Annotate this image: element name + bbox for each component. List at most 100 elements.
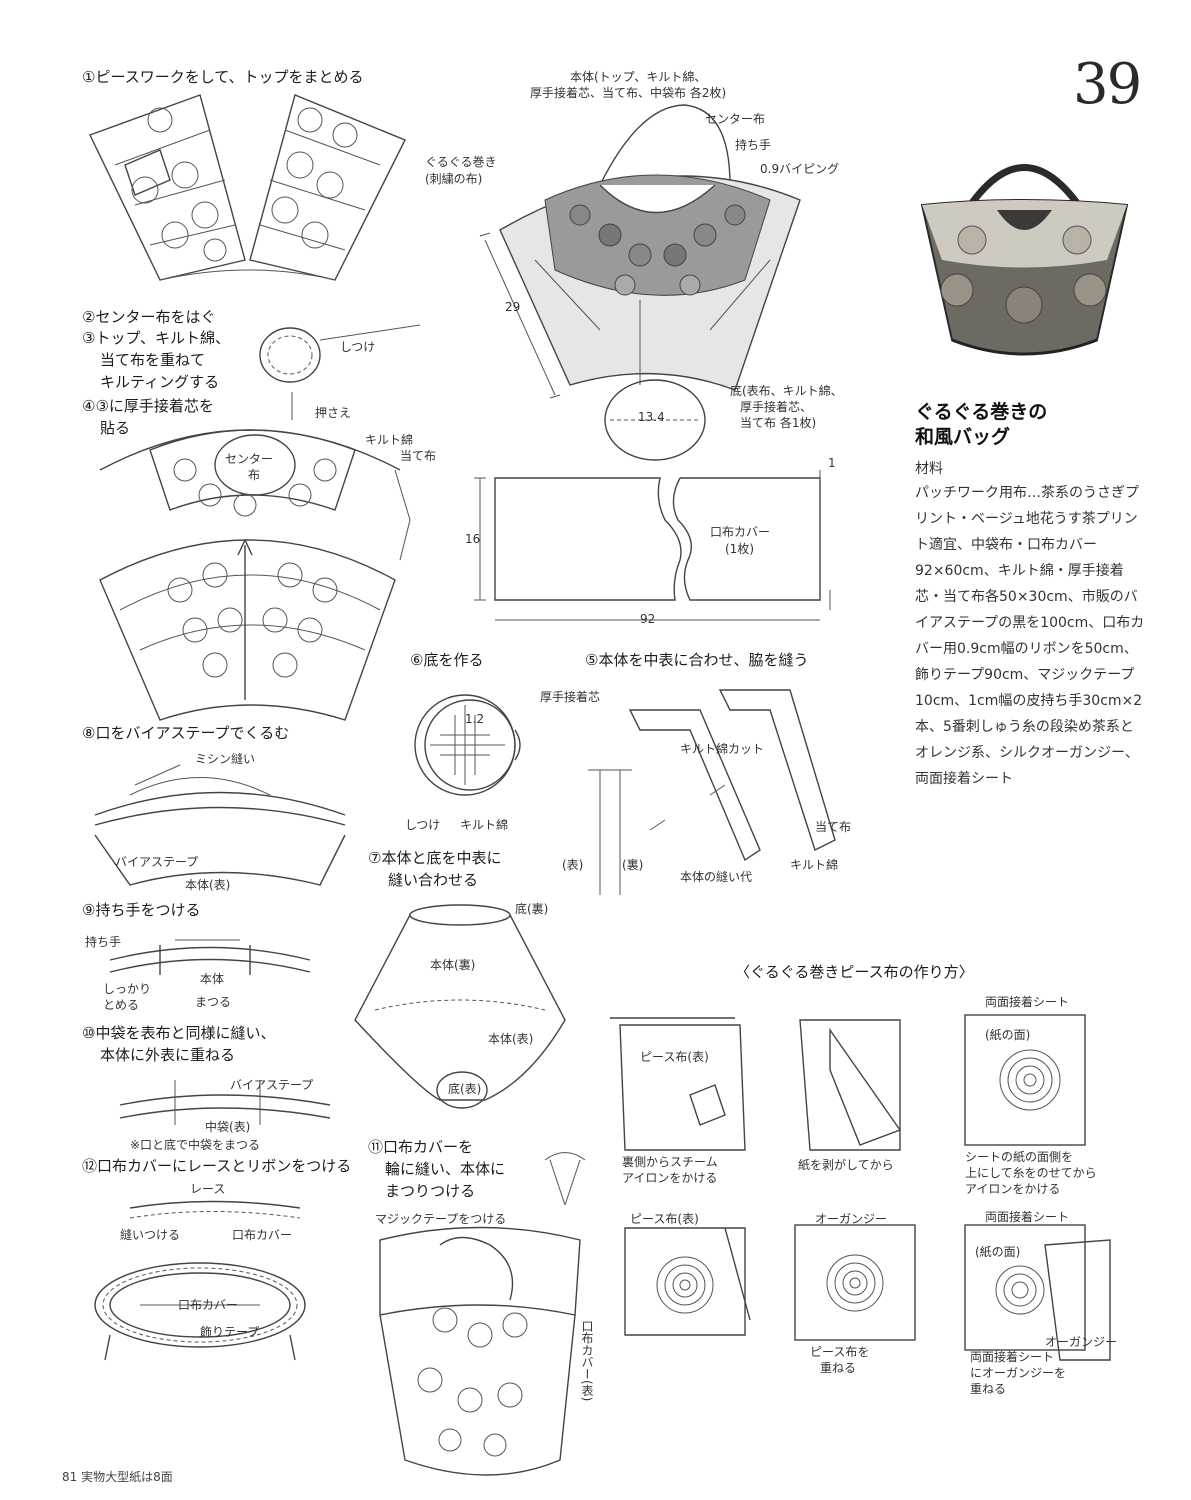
label-nakabukuro: 中袋(表): [205, 1120, 251, 1134]
step-8: ⑧口をバイアステープでくるむ: [82, 724, 290, 742]
dim-29: 29: [505, 300, 521, 314]
note-panel-2-line-1: 両面接着シート: [970, 1350, 1055, 1364]
label-mochite: 持ち手: [85, 935, 122, 949]
label-kazari: 飾りテープ: [200, 1325, 260, 1339]
howto-panel-3: [799, 1019, 902, 1151]
quilted-fan-diagram: [99, 429, 411, 561]
note-panel-1-line-3: アイロンをかける: [965, 1182, 1061, 1196]
lining-diagram: [119, 1080, 331, 1125]
label-hontai: 本体: [200, 972, 225, 986]
label-lace-tsukeru: 縫いつける: [120, 1228, 181, 1242]
howto-panel-2: [964, 1224, 1111, 1361]
label-ryomen-sheet: 両面接着シート: [985, 995, 1070, 1009]
step-4-line-1: ④③に厚手接着芯を: [82, 397, 214, 415]
label-body-omote: 本体(表): [185, 878, 231, 892]
label-center-nuno: 布: [248, 468, 261, 482]
step-11-line-2: 輪に縫い、本体に: [385, 1160, 506, 1178]
step-3-line-1: ③トップ、キルト綿、: [82, 329, 230, 347]
label-binding: 0.9バイピング: [760, 162, 840, 176]
label-ryomen-sheet-2: 両面接着シート: [985, 1210, 1070, 1224]
patchwork-right-half: [249, 94, 406, 281]
body-bottom-sewn-diagram: [354, 904, 566, 1109]
dim-16: 16: [465, 532, 481, 546]
center-fabric-sketch: [259, 324, 421, 420]
mouth-cover-label-2: (1枚): [725, 542, 754, 556]
step-10-line-1: ⑩中袋を表布と同様に縫い、: [82, 1024, 276, 1042]
fan-with-dimension: [99, 538, 396, 721]
step-10-line-2: 本体に外表に重ねる: [100, 1046, 236, 1064]
label-atsude: 厚手接着芯: [540, 690, 601, 704]
label-dim-1: 1: [828, 456, 836, 470]
step-7-line-1: ⑦本体と底を中表に: [368, 849, 502, 867]
label-matsuru: まつる: [195, 995, 232, 1009]
page-number: 39: [1073, 52, 1142, 117]
note-panel-4-line-2: 重ねる: [820, 1361, 857, 1375]
note-panel-4-line-1: ピース布を: [810, 1345, 870, 1359]
label-paper-side: (紙の面): [985, 1028, 1031, 1042]
label-shikkari: しっかり: [103, 982, 152, 996]
label-shitsuke-6: しつけ: [405, 818, 441, 832]
label-nuishiro: 本体の縫い代: [680, 870, 753, 884]
note-panel-1-line-1: シートの紙の面側を: [965, 1150, 1074, 1164]
step-5: ⑤本体を中表に合わせ、脇を縫う: [585, 651, 809, 669]
note-panel-3: 紙を剥がしてから: [798, 1158, 894, 1172]
step-11-line-1: ⑪口布カバーを: [368, 1138, 474, 1156]
materials-text: パッチワーク用布…茶系のうさぎプリント・ベージュ地花うす茶プリント適宜、中袋布・…: [915, 485, 1145, 787]
bag-photo-illustration: [912, 140, 1137, 370]
step-12: ⑫口布カバーにレースとリボンをつける: [82, 1157, 352, 1175]
label-hontai-omote2: 本体(表): [488, 1032, 534, 1046]
label-machine: ミシン縫い: [195, 752, 256, 766]
bottom-label-2: 厚手接着芯、: [740, 400, 813, 414]
note-panel-2-line-2: にオーガンジーを: [970, 1366, 1067, 1380]
howto-panel-4: [794, 1224, 916, 1341]
handle-attach-diagram: [109, 939, 311, 975]
label-ura: (裏): [622, 858, 644, 872]
label-soko-ura: 底(裏): [515, 902, 549, 916]
note-panel-1-line-2: 上にして糸をのせてから: [965, 1166, 1097, 1180]
label-atenuno-5: 当て布: [815, 820, 852, 834]
label-quilt-wata-6: キルト綿: [460, 818, 509, 832]
step-11-line-3: まつりつける: [385, 1182, 476, 1200]
label-kuchinuno-3: 口布カバー: [178, 1298, 239, 1312]
howto-title: 〈ぐるぐる巻きピース布の作り方〉: [735, 963, 974, 981]
label-hontai-ura: 本体(裏): [430, 958, 476, 972]
label-soko-omote: 底(表): [448, 1082, 482, 1096]
step-1: ①ピースワークをして、トップをまとめる: [82, 68, 364, 86]
materials-heading: 材料: [915, 461, 943, 477]
bag-photo: [912, 140, 1137, 370]
page-title-line-1: ぐるぐる巻きの: [915, 401, 1048, 423]
label-handle-pos: 持ち手: [735, 138, 772, 152]
label-center-fabric: センター布: [705, 112, 766, 126]
label-quilt-wata-5: キルト綿: [790, 858, 839, 872]
dim-92: 92: [640, 612, 656, 626]
step-3-line-2: 当て布を重ねて: [100, 351, 206, 369]
label-organdy: オーガンジー: [815, 1212, 888, 1226]
label-organza-2: オーガンジー: [1045, 1335, 1118, 1349]
step-6: ⑥底を作る: [410, 651, 484, 669]
label-oshitsu: 押さえ: [315, 406, 352, 420]
note-panel-5-line-2: アイロンをかける: [622, 1171, 718, 1185]
bottom-label-1: 底(表布、キルト綿、: [730, 384, 843, 398]
body-header-2: 厚手接着芯、当て布、中袋布 各2枚): [530, 86, 727, 100]
bias-binding-diagram: [94, 764, 346, 886]
dim-13-4: 13.4: [638, 410, 665, 424]
label-piece-omote: ピース布(表): [640, 1050, 709, 1064]
note-step-10: ※口と底で中袋をまつる: [130, 1138, 261, 1152]
bag-with-cover-diagram: [379, 1152, 586, 1476]
bottom-circle: [604, 379, 706, 461]
body-pattern-fan: [479, 104, 801, 399]
step-2: ②センター布をはぐ: [82, 308, 216, 326]
mouth-cover-oval-diagram: [94, 1200, 306, 1361]
note-panel-2-line-3: 重ねる: [970, 1382, 1007, 1396]
howto-panel-6: [624, 1227, 751, 1336]
page-footer: 81 実物大型紙は8面: [62, 1470, 173, 1484]
label-center-l: センター: [225, 452, 274, 466]
label-lace: レース: [190, 1182, 226, 1196]
body-header-1: 本体(トップ、キルト綿、: [570, 70, 707, 84]
mouth-cover-label-1: 口布カバー: [710, 525, 771, 539]
page-title-line-2: 和風バッグ: [915, 426, 1011, 448]
label-kuchinuno-cover: 口布カバー: [232, 1228, 293, 1242]
label-guruguru: ぐるぐる巻き: [425, 155, 497, 169]
step-7-line-2: 縫い合わせる: [388, 871, 479, 889]
